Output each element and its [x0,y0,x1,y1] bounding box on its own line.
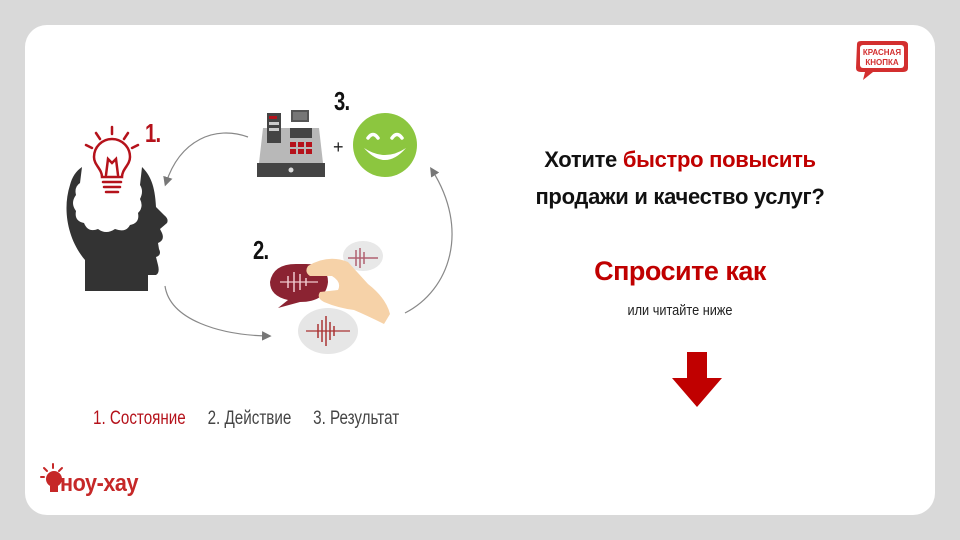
step-legend: 1. Состояние 2. Действие 3. Результат [93,408,417,430]
logo-line2: КНОПКА [865,58,899,67]
cta-ask-how[interactable]: Спросите как [594,256,766,286]
down-arrow-icon[interactable] [671,352,723,408]
head-lightbulb-icon [66,125,168,291]
legend-state: 1. Состояние [93,408,186,429]
headline-line2: продажи и качество услуг? [535,184,825,209]
step2-number: 2. [253,235,269,265]
slide-card [25,25,935,515]
know-how-logo-text[interactable]: ноу-хау [60,470,139,497]
krasnaya-knopka-logo[interactable]: КРАСНАЯ КНОПКА [851,40,911,82]
headline-line1: Хотите быстро повысить [470,147,890,173]
headline-highlight: быстро повысить [622,147,816,172]
know-how-bulb-icon [40,463,63,492]
legend-result: 3. Результат [313,408,400,429]
step1-number: 1. [145,118,161,148]
step3-number: 3. [334,86,350,116]
legend-action: 2. Действие [207,408,292,429]
hand-speech-bubbles-icon [270,241,390,354]
cash-register-icon [257,110,325,177]
plus-sign: + [333,137,344,157]
smiley-face-icon [353,113,417,177]
headline-part1: Хотите [544,147,623,172]
logo-line1: КРАСНАЯ [863,48,901,57]
read-below-text: или читайте ниже [627,302,733,319]
